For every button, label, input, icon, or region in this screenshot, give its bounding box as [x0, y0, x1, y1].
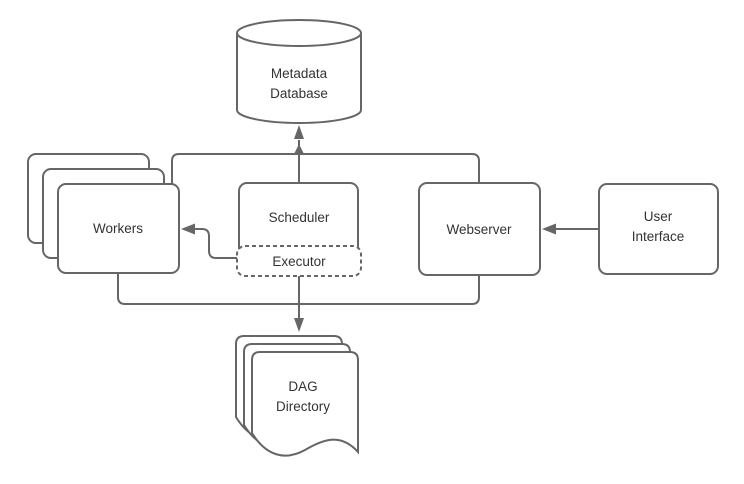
edge-workers-webserver-to-metadata-database: [171, 153, 480, 184]
node-dag-directory: DAG Directory: [235, 335, 359, 457]
node-executor: Executor: [236, 245, 362, 277]
node-user-interface: User Interface: [598, 183, 719, 275]
workers-label: Workers: [93, 221, 143, 236]
user-interface-label-line1: User: [644, 209, 673, 224]
node-metadata-database: Metadata Database: [236, 19, 362, 124]
node-webserver: Webserver: [418, 182, 541, 276]
webserver-label: Webserver: [446, 222, 512, 237]
user-interface-label-line2: Interface: [632, 229, 685, 244]
arrowhead-workers: [181, 223, 195, 235]
executor-box: [236, 245, 362, 277]
metadata-database-label-line2: Database: [270, 86, 328, 101]
arrowhead-metadata-database: [294, 125, 304, 139]
edges: [117, 125, 599, 332]
metadata-database-label-line1: Metadata: [271, 66, 328, 81]
dag-directory-label-line2: Directory: [276, 399, 330, 414]
dag-directory-label-line1: DAG: [288, 379, 317, 394]
edge-executor-to-workers: [194, 228, 237, 259]
scheduler-label: Scheduler: [269, 210, 330, 225]
arrowhead-dag-directory: [294, 318, 304, 332]
dag-stack-front: [251, 351, 359, 457]
node-workers: Workers: [27, 153, 180, 274]
arrowhead-webserver: [542, 223, 556, 235]
executor-label: Executor: [272, 254, 326, 269]
node-scheduler: Scheduler: [238, 182, 359, 258]
cylinder-rim: [236, 32, 362, 47]
cylinder-shape: [236, 19, 362, 124]
